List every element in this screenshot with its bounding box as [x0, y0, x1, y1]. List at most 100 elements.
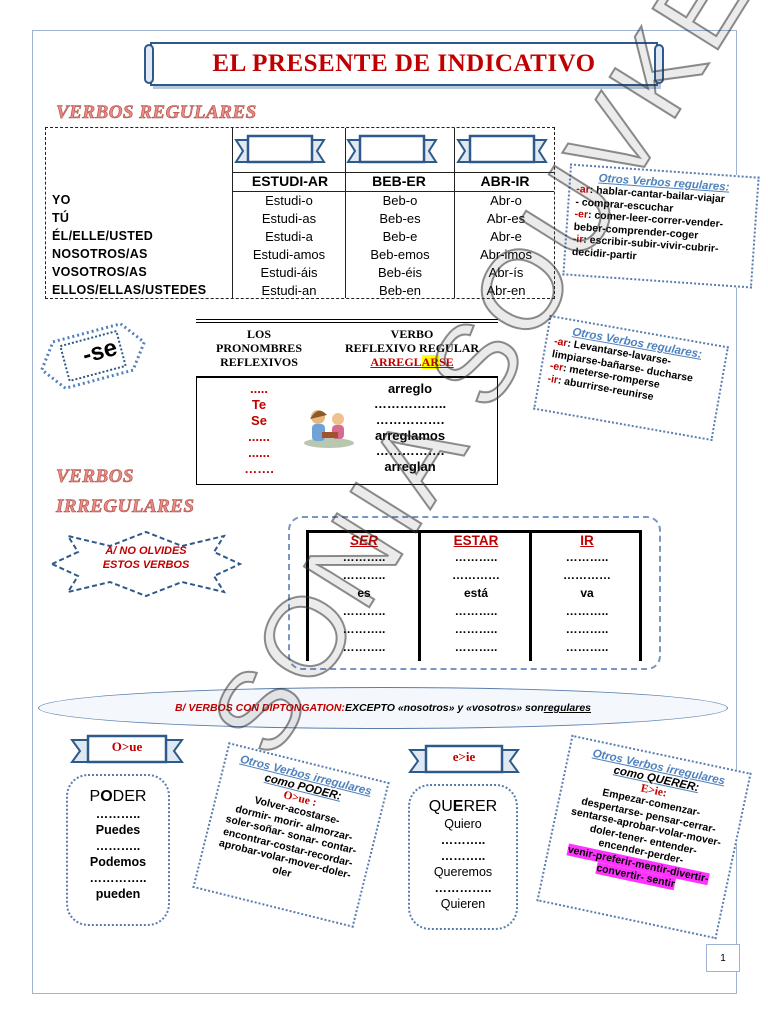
column-header-ser: SER — [350, 533, 378, 548]
banner-curl-right — [654, 44, 664, 84]
reflexive-pronoun: Se — [251, 413, 267, 428]
querer-form: ……….. — [440, 833, 486, 847]
reflexive-conj-box — [196, 376, 498, 485]
banner-curl-left — [144, 44, 154, 84]
ir-verb-form: ……….. — [565, 604, 609, 618]
rule — [196, 322, 498, 323]
eie-tag: e>ie — [452, 749, 476, 764]
reflexive-box: LOS PRONOMBRES REFLEXIVOS VERBO REFLEXIV… — [196, 319, 498, 485]
column-header-er: BEB-ER — [372, 173, 426, 189]
table-divider — [306, 533, 309, 661]
pronoun-label: TÚ — [52, 211, 70, 225]
regular-verbs-table: ESTUDI-AR BEB-ER ABR-IR YO TÚ ÉL/ELLE/US… — [45, 127, 555, 299]
reflexive-pronoun: ...... — [248, 445, 270, 460]
ribbon-icon — [346, 134, 438, 164]
oue-ribbon-icon — [70, 734, 184, 764]
er-form: Beb-en — [379, 283, 421, 298]
ir-form: Abr-en — [486, 283, 526, 298]
arreglarse-label: ARREGLARSE — [370, 355, 454, 369]
poder-form: ……….. — [95, 807, 141, 821]
poder-form: ………….. — [89, 871, 147, 885]
estar-form: está — [463, 586, 489, 600]
ar-form: Estudi-áis — [260, 265, 318, 280]
ir-verb-form: ………… — [563, 568, 611, 582]
er-form: Beb-o — [382, 193, 418, 208]
pronoun-label: YO — [52, 193, 71, 207]
ir-form: Abr-es — [486, 211, 526, 226]
ir-column: IR ……….. ………… va ……….. ……….. ……….. — [531, 533, 643, 661]
poder-form: pueden — [95, 887, 141, 901]
page-number: 1 — [706, 944, 740, 972]
estar-column: ESTAR ……….. ………… está ……….. ……….. ……….. — [420, 533, 532, 661]
reflexive-form: ……………. — [375, 443, 445, 458]
ser-form: ……….. — [342, 640, 386, 654]
ir-form: Abr-e — [490, 229, 522, 244]
table-divider — [639, 533, 642, 661]
querer-form: Quieren — [440, 897, 486, 911]
ser-column: SER ……….. ……….. es ……….. ……….. ……….. — [308, 533, 420, 661]
reflexive-form: arreglo — [387, 381, 433, 396]
irregular-heading: VERBOS IRREGULARES — [56, 466, 195, 518]
irregular-frame — [288, 516, 661, 670]
reflexive-pronouns-heading: LOS PRONOMBRES REFLEXIVOS — [215, 327, 302, 369]
ar-form: Estudi-a — [265, 229, 313, 244]
reflexive-form: arreglan — [384, 459, 436, 474]
querer-box: QUERER Quiero ……….. ……….. Queremos ………….… — [408, 784, 518, 930]
pronoun-label: ÉL/ELLE/USTED — [52, 229, 154, 243]
estar-form: ……….. — [454, 640, 498, 654]
column-header-ar: ESTUDI-AR — [251, 173, 329, 189]
er-form: Beb-e — [382, 229, 418, 244]
reflexive-pronoun: ...... — [248, 429, 270, 444]
reflexive-form: ……………. — [375, 412, 445, 427]
ir-verb-form: ……….. — [565, 550, 609, 564]
table-rule — [232, 172, 554, 173]
oue-tag: O>ue — [111, 739, 143, 754]
page-frame — [32, 30, 737, 994]
er-form: Beb-éis — [377, 265, 423, 280]
ir-verb-form: ……….. — [565, 622, 609, 636]
ir-verb-form: ……….. — [565, 640, 609, 654]
table-rule — [232, 191, 554, 192]
reflexive-verb-heading: VERBO REFLEXIVO REGULAR ARREGLARSE — [332, 327, 492, 369]
er-form: Beb-emos — [370, 247, 430, 262]
estar-form: ………… — [452, 568, 500, 582]
ser-form: ……….. — [342, 622, 386, 636]
ribbon-icon — [234, 134, 326, 164]
querer-form: ………….. — [434, 881, 492, 895]
querer-form: ……….. — [440, 849, 486, 863]
rule — [196, 319, 498, 320]
reflexive-pronoun: ..... — [249, 381, 269, 396]
poder-box: PODER ……….. Puedes ……….. Podemos ………….. … — [66, 774, 170, 926]
column-header-ir: ABR-IR — [480, 173, 530, 189]
ser-form: ……….. — [342, 604, 386, 618]
er-form: Beb-es — [379, 211, 421, 226]
pronoun-label: NOSOTROS/AS — [52, 247, 148, 261]
table-divider — [232, 128, 233, 298]
reflexive-form: …………….. — [373, 396, 447, 411]
ar-form: Estudi-an — [261, 283, 317, 298]
ribbon-icon — [456, 134, 548, 164]
ar-form: Estudi-as — [261, 211, 317, 226]
poder-verb: PODER — [89, 788, 147, 805]
table-divider — [529, 533, 532, 661]
people-illustration-icon — [304, 410, 354, 448]
ir-verb-form: va — [580, 586, 594, 600]
table-divider — [418, 533, 421, 661]
table-divider — [345, 128, 346, 298]
reflexive-form: arreglamos — [374, 428, 446, 443]
irregular-verbs-table: SER ……….. ……….. es ……….. ……….. ……….. EST… — [306, 530, 643, 661]
estar-form: ……….. — [454, 604, 498, 618]
regular-heading: VERBOS REGULARES — [56, 102, 257, 124]
diphthong-banner: B/ VERBOS CON DIPTONGATION: EXCEPTO «nos… — [38, 687, 728, 729]
pronoun-label: VOSOTROS/AS — [52, 265, 147, 279]
poder-form: Puedes — [95, 823, 141, 837]
poder-form: Podemos — [89, 855, 147, 869]
note-other-regular-verbs: Otros Verbos regulares: -ar: hablar-cant… — [562, 163, 760, 289]
estar-form: ……….. — [454, 550, 498, 564]
reminder-text: A/ NO OLVIDES ESTOS VERBOS — [102, 545, 190, 571]
querer-form: Queremos — [433, 865, 493, 879]
ser-form: ……….. — [342, 550, 386, 564]
page-title: EL PRESENTE DE INDICATIVO — [212, 50, 596, 77]
eie-ribbon-icon — [408, 744, 520, 774]
ser-form: ……….. — [342, 568, 386, 582]
